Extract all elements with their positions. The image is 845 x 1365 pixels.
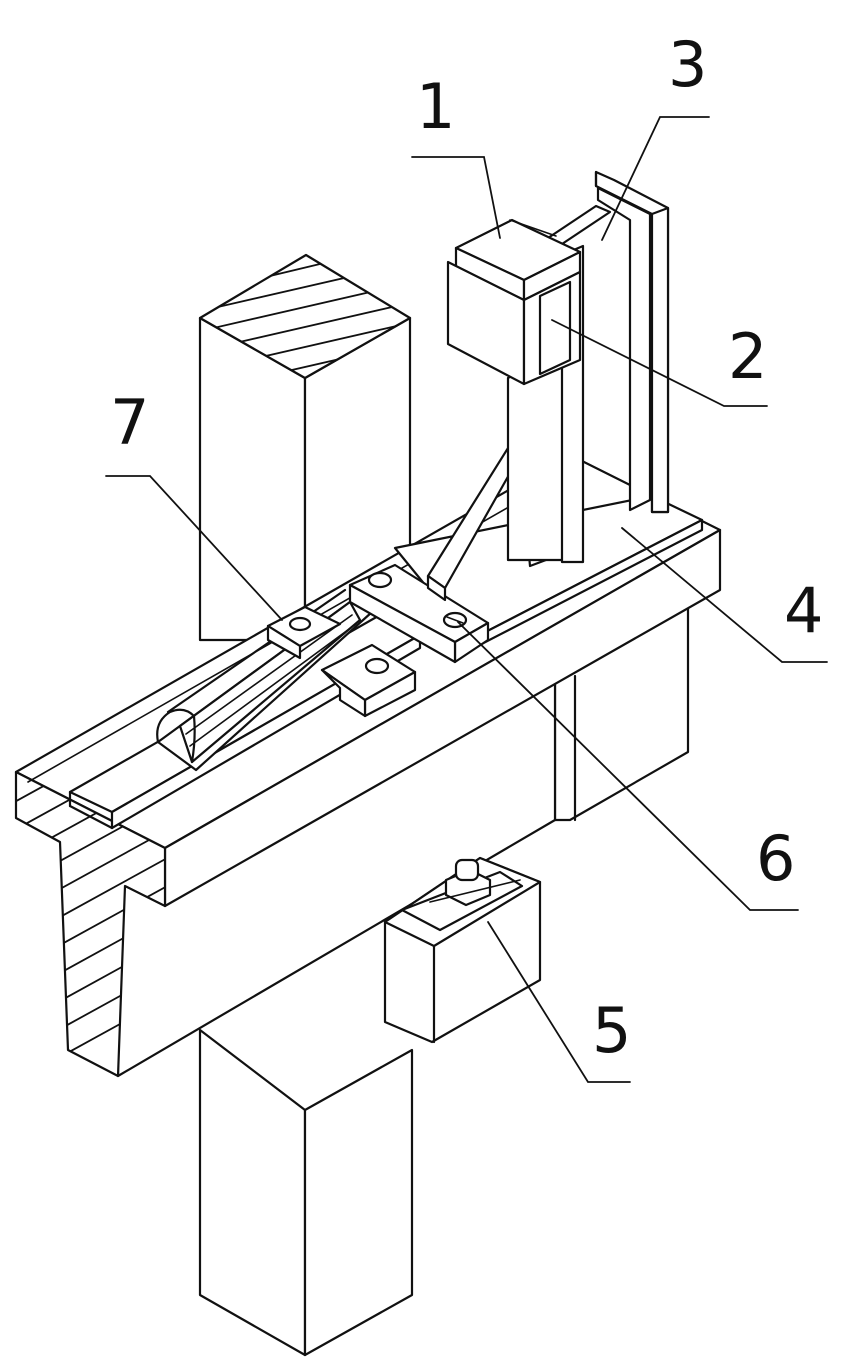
rail-clip-upper	[266, 605, 342, 660]
callout-7: 7	[110, 386, 149, 459]
lower-pier	[198, 1028, 414, 1357]
leader-lines	[105, 116, 828, 1083]
channel-column	[546, 170, 670, 514]
leader-3	[601, 116, 710, 241]
clamp-plate	[348, 563, 490, 664]
bearing-assembly	[383, 856, 542, 1044]
callout-5: 5	[592, 994, 631, 1067]
sensor-housing	[446, 218, 582, 386]
leader-2	[551, 319, 768, 407]
callouts: 1 2 3 4 5 6 7	[110, 28, 823, 1067]
leader-5	[487, 921, 631, 1083]
leader-6	[457, 621, 799, 911]
leader-7	[105, 475, 283, 621]
callout-3: 3	[668, 28, 707, 101]
rail-clip-lower	[320, 643, 417, 718]
callout-1: 1	[416, 70, 455, 143]
callout-6: 6	[756, 822, 795, 895]
callout-4: 4	[784, 574, 823, 647]
leader-4	[621, 527, 828, 663]
leader-1	[411, 156, 501, 239]
callout-2: 2	[728, 320, 767, 393]
